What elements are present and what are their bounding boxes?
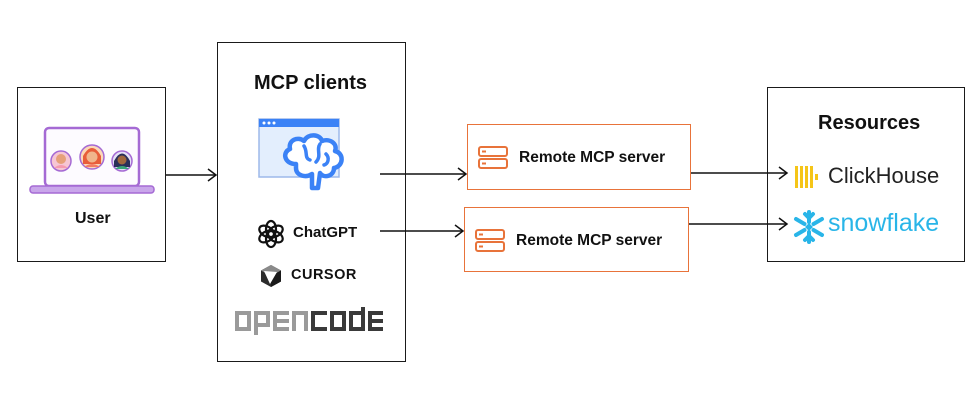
remote-mcp-server-label-1: Remote MCP server [519, 149, 666, 166]
laptop-users-icon [29, 126, 155, 194]
remote-mcp-server-label-2: Remote MCP server [516, 232, 663, 249]
snowflake-icon [794, 210, 824, 244]
clickhouse-label: ClickHouse [828, 163, 940, 188]
mcp-clients-title: MCP clients [254, 72, 367, 94]
cursor-label: CURSOR [291, 267, 357, 283]
clickhouse-icon [795, 166, 818, 188]
chatgpt-icon [258, 219, 284, 249]
user-box: User [17, 87, 166, 262]
remote-mcp-server-2: Remote MCP server [464, 207, 689, 272]
user-label: User [75, 210, 111, 227]
server-icon [475, 229, 505, 252]
snowflake-label: snowflake [828, 209, 940, 237]
remote-mcp-server-1: Remote MCP server [467, 124, 691, 190]
chatgpt-label: ChatGPT [293, 224, 358, 241]
server-icon [478, 146, 508, 169]
mcp-clients-box: MCP clients ChatGPT CURSOR [217, 42, 406, 362]
resources-title: Resources [818, 112, 921, 134]
resources-box: Resources ClickHouse snowflake [767, 87, 965, 262]
opencode-logo [235, 307, 383, 335]
cursor-icon [261, 265, 281, 287]
brain-window-icon [258, 118, 344, 191]
